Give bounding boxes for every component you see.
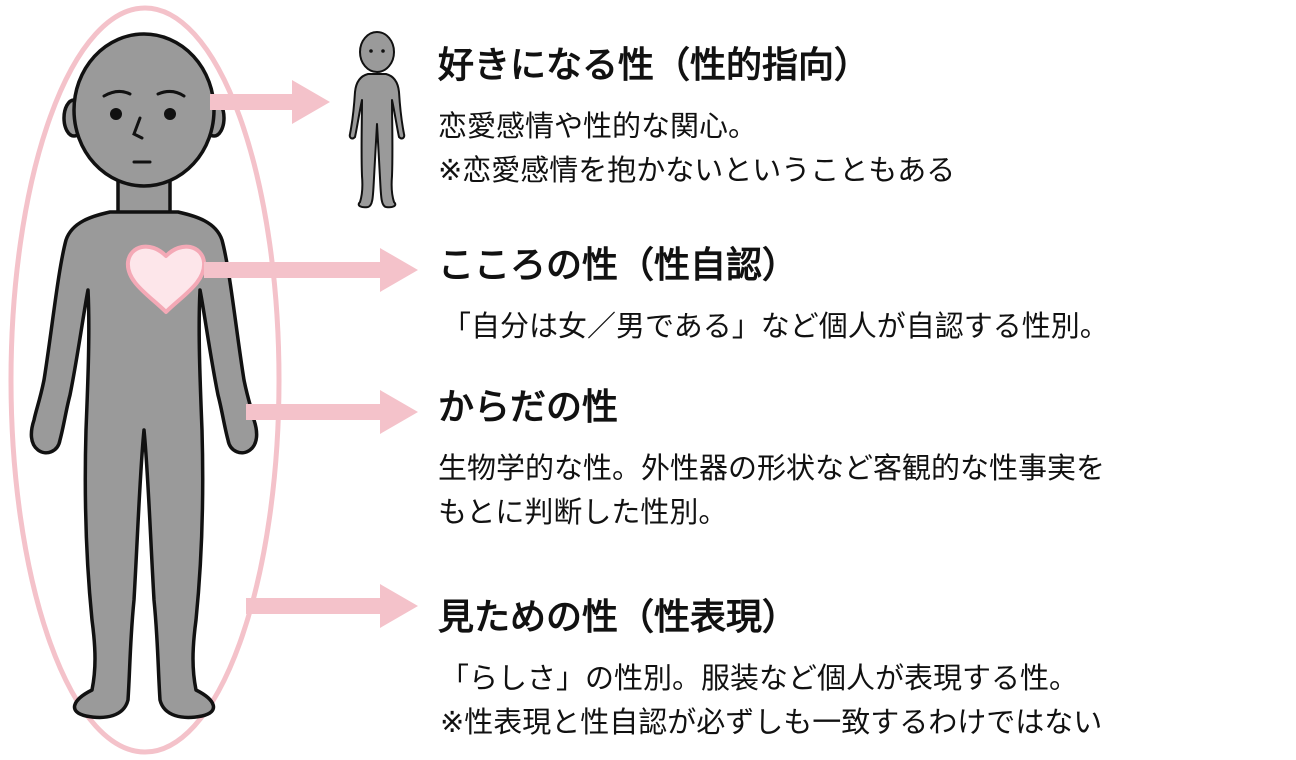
section-desc-sexual-orientation: 恋愛感情や性的な関心。 ※恋愛感情を抱かないということもある bbox=[438, 104, 955, 192]
body-outline-ellipse bbox=[8, 5, 282, 755]
arrow-right-icon bbox=[204, 248, 418, 292]
section-title-gender-expression: 見ための性（性表現） bbox=[438, 597, 799, 638]
small-face bbox=[369, 49, 385, 53]
arrow-right-icon bbox=[246, 584, 418, 628]
desc-line: 恋愛感情や性的な関心。 bbox=[438, 109, 758, 143]
left-eye bbox=[110, 108, 122, 120]
desc-line: ※恋愛感情を抱かないということもある bbox=[438, 153, 956, 187]
section-desc-biological-sex: 生物学的な性。外性器の形状など客観的な性事実を もとに判断した性別。 bbox=[438, 446, 1105, 534]
section-title-sexual-orientation: 好きになる性（性的指向） bbox=[438, 45, 871, 86]
small-person-icon bbox=[348, 31, 406, 209]
right-eye bbox=[164, 108, 176, 120]
face bbox=[102, 89, 186, 164]
section-title-gender-identity: こころの性（性自認） bbox=[438, 245, 799, 286]
section-desc-gender-identity: 「自分は女／男である」など個人が自認する性別。 bbox=[442, 304, 1109, 348]
human-figure-icon bbox=[29, 32, 259, 720]
desc-line: ※性表現と性自認が必ずしも一致するわけではない bbox=[440, 705, 1103, 739]
section-desc-gender-expression: 「らしさ」の性別。服装など個人が表現する性。 ※性表現と性自認が必ずしも一致する… bbox=[440, 656, 1102, 744]
desc-line: 「らしさ」の性別。服装など個人が表現する性。 bbox=[440, 661, 1079, 695]
desc-line: もとに判断した性別。 bbox=[438, 495, 728, 529]
desc-line: 「自分は女／男である」など個人が自認する性別。 bbox=[442, 309, 1109, 343]
section-title-biological-sex: からだの性 bbox=[438, 387, 619, 428]
arrow-right-icon bbox=[246, 390, 418, 434]
desc-line: 生物学的な性。外性器の形状など客観的な性事実を bbox=[438, 451, 1106, 485]
arrow-right-icon bbox=[210, 80, 330, 124]
heart-icon bbox=[125, 244, 207, 314]
